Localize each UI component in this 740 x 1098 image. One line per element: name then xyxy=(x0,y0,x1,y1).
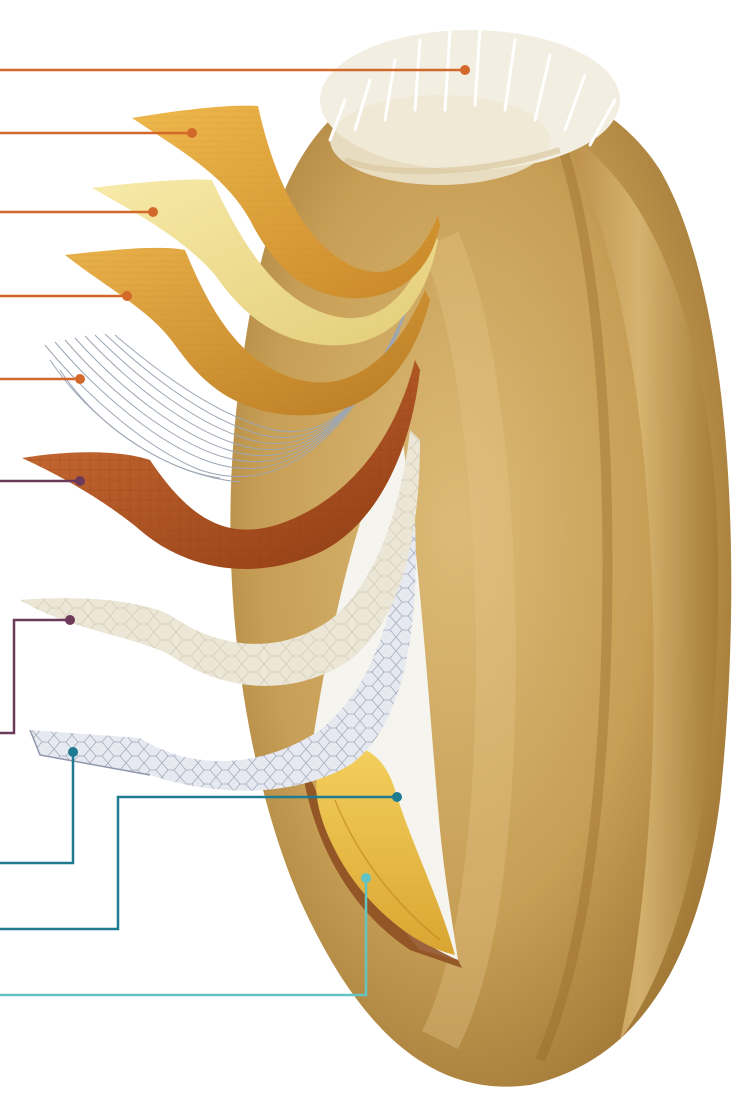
leader-outer-layer-3 xyxy=(0,291,132,301)
leader-nucellar-layer xyxy=(0,615,75,733)
leader-aleurone-layer xyxy=(0,747,78,863)
